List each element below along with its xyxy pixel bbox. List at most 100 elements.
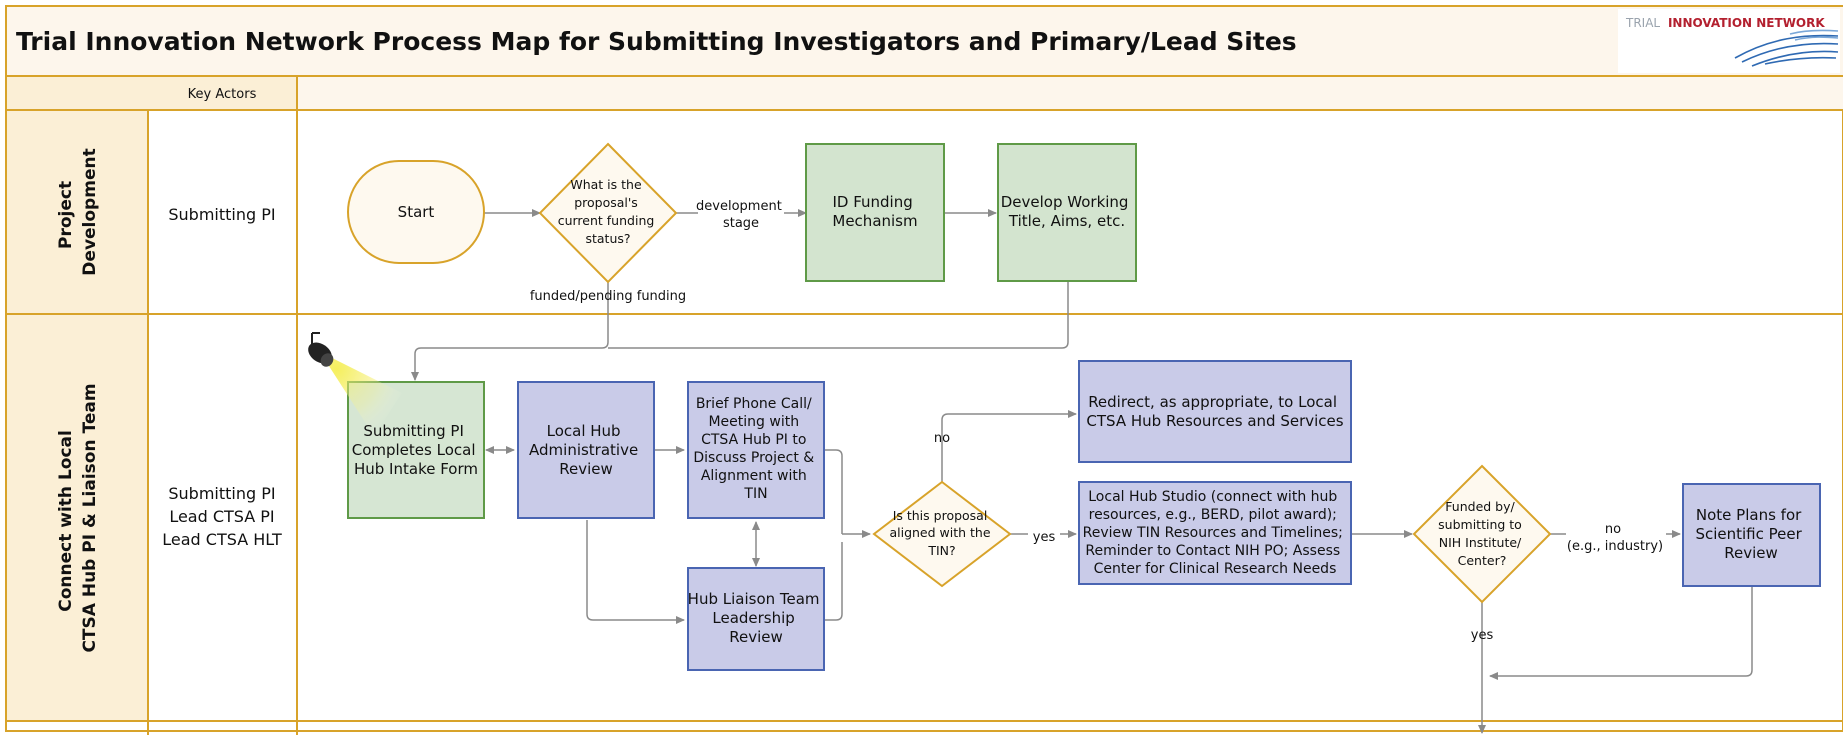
edge-label-funded: funded/pending funding [530,289,686,304]
edge-label-bg [1566,518,1666,554]
node-text-line: Administrative [529,441,638,459]
develop-title-box [997,143,1137,282]
lane-phase-cell [7,111,147,313]
lane-actor: Lead CTSA HLT [162,530,282,549]
develop-title-label: Develop Working Title, Aims, etc. [1001,193,1133,230]
lane-actor: Submitting PI [168,484,275,503]
edge-label-bg [698,196,784,230]
lane-actor: Lead CTSA PI [169,507,274,526]
decision-funding-status [538,142,678,284]
arrow [586,520,685,624]
node-text-line: Submitting PI [363,422,464,440]
lane-phase-line: Development [80,148,100,275]
peer-review-label: Note Plans for Scientific Peer Review [1695,506,1806,562]
node-text-line: Start [398,203,435,221]
node-text-line: CTSA Hub PI to [701,432,806,448]
node-text-line: Leadership [712,609,794,627]
node-text-line: Hub Intake Form [354,460,478,478]
node-text-line: aligned with the [889,525,990,540]
node-text-line: proposal's [574,195,638,210]
edge-label-bg [1028,526,1060,542]
spotlight-beam-overlay [320,352,402,436]
node-text-line: Center for Clinical Research Needs [1094,561,1337,577]
node-text-line: Funded by/ [1445,499,1515,514]
node-text-line: Center? [1458,553,1507,568]
lane-actor: Submitting PI [168,205,275,224]
decision-funding-status-label: What is the proposal's current funding s… [558,177,659,246]
edge-label-no-industry: no (e.g., industry) [1567,522,1663,554]
node-text-line: Meeting with [708,414,799,430]
node-text-line: Title, Aims, etc. [1008,212,1125,230]
node-text-line: NIH Institute/ [1439,535,1522,550]
node-text-line: Local Hub Studio (connect with hub [1088,489,1337,505]
node-text-line: Review [1724,544,1778,562]
node-text-line: CTSA Hub Resources and Services [1086,412,1343,430]
decision-nih-funded-label: Funded by/ submitting to NIH Institute/ … [1438,499,1526,568]
connector-line [824,449,843,534]
hlt-review-box [687,567,825,671]
page-title: Trial Innovation Network Process Map for… [16,27,1297,56]
node-text-line: Alignment with [701,468,807,484]
lane-phase-label: Project Development [56,148,100,275]
node-text-line: TIN [743,486,767,502]
lane-phase-line: Project [56,181,76,249]
lane-phase-line: CTSA Hub PI & Liaison Team [80,383,100,652]
lane-phase-label: Connect with Local CTSA Hub PI & Liaison… [56,383,100,652]
edge-label-line: (e.g., industry) [1567,539,1663,554]
node-text-line: TIN? [927,543,955,558]
edge-label-line: development [696,199,782,214]
hlt-review-label: Hub Liaison Team Leadership Review [688,590,825,646]
edge-label-no: no [934,431,950,446]
id-funding-box [805,143,945,282]
edge-label-yes-bottom: yes [1471,628,1494,643]
node-text-line: Scientific Peer [1695,525,1802,543]
title-bar [7,7,1843,76]
node-text-line: Local Hub [547,422,621,440]
edge-label-yes: yes [1033,530,1056,545]
key-actors-label: Key Actors [188,87,257,102]
tin-logo: TRIAL INNOVATION NETWORK [1625,16,1839,67]
redirect-label: Redirect, as appropriate, to Local CTSA … [1086,393,1343,430]
spotlight-icon [308,332,334,367]
logo-panel [1618,9,1840,73]
arrow [941,410,1077,482]
lane-phase-cell [7,315,147,721]
node-text-line: current funding [558,213,655,228]
start-node [347,160,485,264]
connector-line [824,542,843,621]
node-text-line: What is the [570,177,642,192]
node-text-line: submitting to [1438,517,1522,532]
decision-aligned [872,480,1012,588]
arrow [411,282,609,381]
node-text-line: Review [729,628,783,646]
node-text-line: Completes Local [352,441,476,459]
admin-review-box [517,381,655,519]
svg-text:TRIAL INNOVATION NETWORK: TRIAL INNOVATION NETWORK [1625,16,1825,30]
id-funding-label: ID Funding Mechanism [832,193,917,230]
node-text-line: status? [585,231,630,246]
decision-nih-funded [1412,464,1552,604]
edge-label-line: no [1605,522,1621,537]
arrow [1489,586,1753,680]
swimlane-grid [5,5,1843,735]
key-actors-header [7,77,297,110]
node-text-line: Brief Phone Call/ [696,396,812,412]
node-text-line: Is this proposal [893,508,988,523]
admin-review-label: Local Hub Administrative Review [529,422,643,478]
connector-line [608,282,1069,349]
node-text-line: Develop Working [1001,193,1129,211]
edge-label-line: stage [723,216,759,231]
studio-box [1078,481,1352,585]
node-text-line: Reminder to Contact NIH PO; Assess [1085,543,1340,559]
logo-main: INNOVATION NETWORK [1668,16,1825,30]
intake-form-label: Submitting PI Completes Local Hub Intake… [352,422,481,478]
node-text-line: Redirect, as appropriate, to Local [1088,393,1337,411]
brief-call-box [687,381,825,519]
node-text-line: Mechanism [832,212,917,230]
node-text-line: ID Funding [832,193,912,211]
node-text-line: Hub Liaison Team [688,590,820,608]
peer-review-box [1682,483,1821,587]
node-text-line: Review TIN Resources and Timelines; [1083,525,1343,541]
